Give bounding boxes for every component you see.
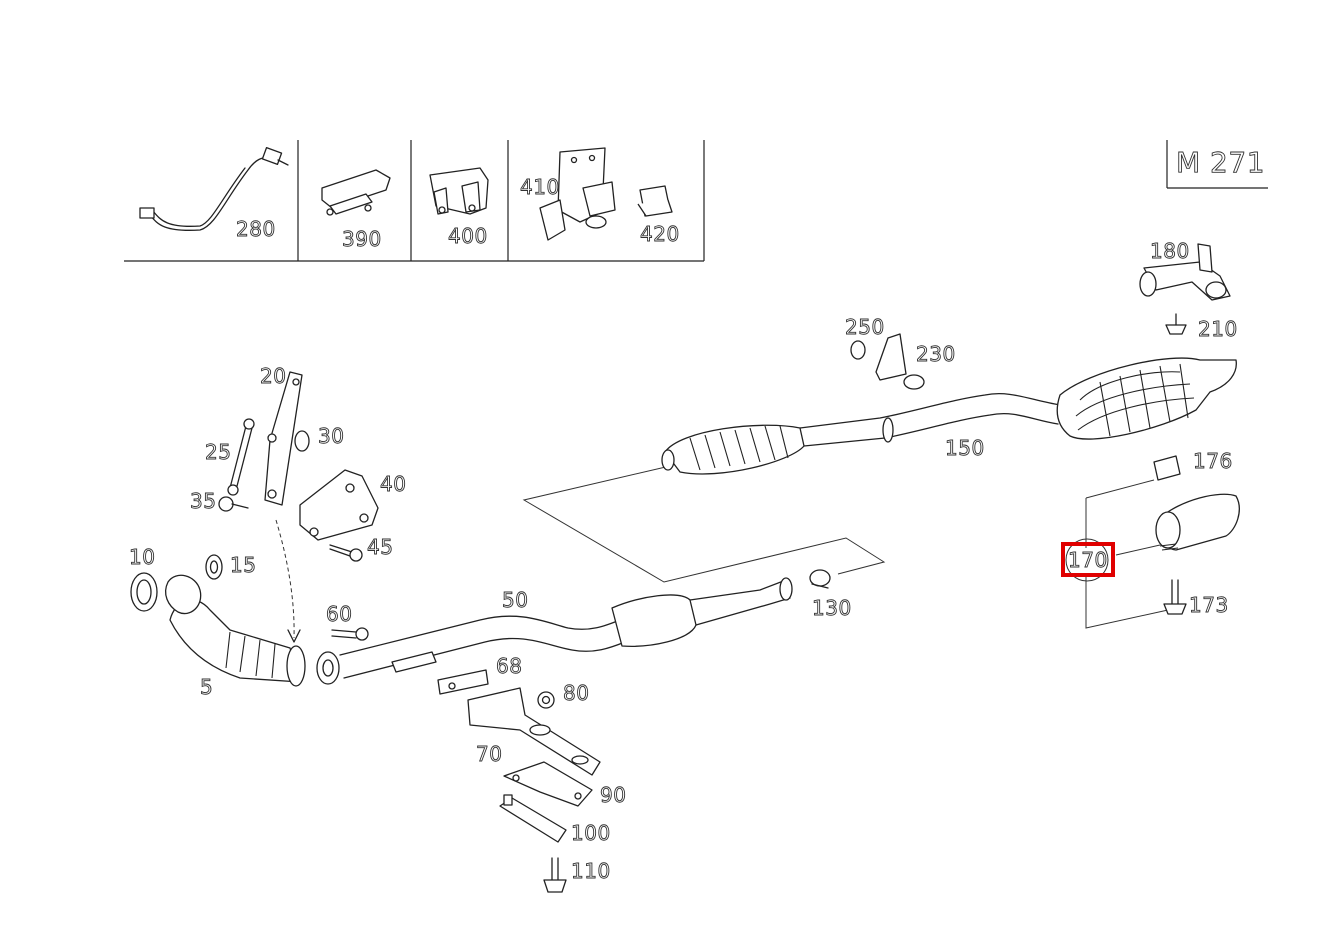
engine-code-box: M 271 [1166,140,1268,189]
part-420-clip[interactable] [637,185,673,217]
label-100[interactable]: 100 [571,821,611,846]
label-280[interactable]: 280 [236,217,276,242]
part-130-clamp[interactable] [809,569,831,589]
label-68[interactable]: 68 [496,654,523,679]
label-40[interactable]: 40 [380,472,407,497]
inset-panel [124,140,705,262]
part-80-nut[interactable] [537,691,555,709]
tailpipe-group [1085,479,1169,629]
reference-lines [522,465,886,583]
exhaust-pipe-150[interactable] [661,393,1061,475]
part-5-catalytic-converter[interactable] [164,574,306,687]
label-170[interactable]: 170 [1068,548,1108,573]
part-170-tailpipe[interactable] [1155,493,1240,551]
label-5[interactable]: 5 [200,675,214,700]
label-45[interactable]: 45 [367,535,394,560]
label-390[interactable]: 390 [342,227,382,252]
label-30[interactable]: 30 [318,424,345,449]
label-80[interactable]: 80 [563,681,590,706]
label-410[interactable]: 410 [520,175,560,200]
part-10-gasket[interactable] [130,572,158,612]
label-60[interactable]: 60 [326,602,353,627]
label-15[interactable]: 15 [230,553,257,578]
label-400[interactable]: 400 [448,224,488,249]
pipe-clamp[interactable] [391,651,437,673]
part-15-nut[interactable] [205,554,223,580]
part-173-screw[interactable] [1163,579,1187,615]
label-110[interactable]: 110 [571,859,611,884]
label-130[interactable]: 130 [812,596,852,621]
part-100-plate[interactable] [499,794,567,843]
label-20[interactable]: 20 [260,364,287,389]
label-150[interactable]: 150 [945,436,985,461]
label-173[interactable]: 173 [1189,593,1229,618]
part-400-bracket[interactable] [429,167,489,215]
label-10[interactable]: 10 [129,545,156,570]
label-230[interactable]: 230 [916,342,956,367]
part-68-clamp[interactable] [437,669,489,695]
label-210[interactable]: 210 [1198,317,1238,342]
part-30-bush[interactable] [294,430,310,452]
part-410-bracket[interactable] [539,147,616,241]
pipe-flange[interactable] [316,651,340,685]
part-110-screw[interactable] [543,857,567,893]
part-20-bracket[interactable] [264,371,303,506]
part-70-bracket[interactable] [467,687,601,776]
part-210-screw[interactable] [1165,313,1187,335]
engine-code-label: M 271 [1176,146,1265,179]
part-40-bracket[interactable] [299,469,379,541]
part-230-bracket[interactable] [875,333,925,390]
label-90[interactable]: 90 [600,783,627,808]
part-25-rod[interactable] [227,418,255,496]
part-labels: 280 390 400 410 420 180 210 250 230 150 … [129,175,1238,884]
rear-silencer[interactable] [1056,357,1237,440]
part-90-mount[interactable] [503,761,593,807]
exhaust-pipe-50[interactable] [339,577,793,679]
part-176-clip[interactable] [1153,455,1181,481]
label-25[interactable]: 25 [205,440,232,465]
label-35[interactable]: 35 [190,489,217,514]
callout-170-circle [1065,538,1109,582]
part-250-nut[interactable] [850,340,866,360]
label-420[interactable]: 420 [640,222,680,247]
label-250[interactable]: 250 [845,315,885,340]
part-390-bracket[interactable] [321,169,391,216]
part-45-bolt[interactable] [329,544,363,562]
part-180-hanger[interactable] [1139,243,1231,301]
label-50[interactable]: 50 [502,588,529,613]
label-180[interactable]: 180 [1150,239,1190,264]
label-70[interactable]: 70 [476,742,503,767]
part-280-oxygen-sensor[interactable] [139,146,289,231]
assembly-arrow [275,519,301,643]
highlight-box-170 [1061,542,1115,577]
part-60-bolt[interactable] [331,627,369,641]
part-35-bolt[interactable] [218,496,249,512]
label-176[interactable]: 176 [1193,449,1233,474]
